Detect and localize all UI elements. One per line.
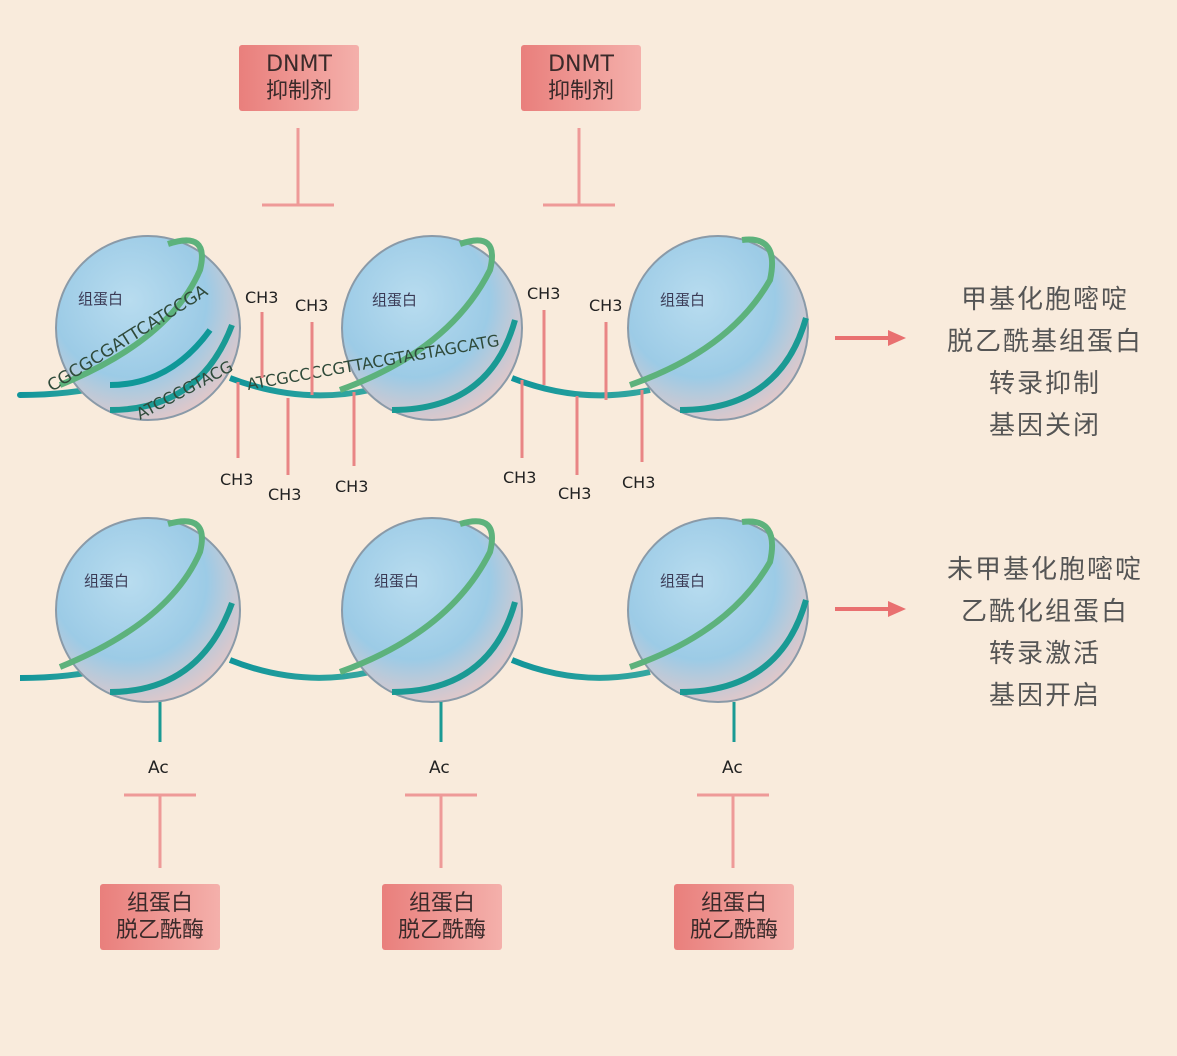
histone	[341, 235, 523, 421]
box-line2: 脱乙酰酶	[115, 918, 204, 943]
histone-label: 组蛋白	[374, 572, 419, 590]
acetyl-label: Ac	[722, 758, 743, 778]
methyl-label: CH3	[589, 296, 622, 315]
histone	[341, 517, 523, 703]
outcome-silenced: 甲基化胞嘧啶 脱乙酰基组蛋白 转录抑制 基因关闭	[930, 279, 1160, 447]
methyl-label: CH3	[622, 473, 655, 492]
dna-wrap	[109, 328, 213, 388]
acetyl-marks	[158, 702, 736, 742]
box-line1: DNMT	[548, 52, 614, 77]
top-row: 组蛋白 组蛋白 组蛋白 CGCGCGATTCATCCGA ATCCCGTACG …	[17, 128, 906, 504]
outcome-active: 未甲基化胞嘧啶 乙酰化组蛋白 转录激活 基因开启	[930, 549, 1160, 717]
outcome-line: 转录激活	[988, 639, 1101, 669]
hdac-box: 组蛋白 脱乙酰酶	[382, 884, 502, 950]
dna-wrap	[58, 237, 205, 388]
outcome-line: 甲基化胞嘧啶	[960, 285, 1129, 315]
outcome-line: 基因开启	[988, 681, 1101, 711]
dna-wrap	[679, 599, 809, 695]
hdac-box: 组蛋白 脱乙酰酶	[674, 884, 794, 950]
acetyl-label: Ac	[148, 758, 169, 778]
histone-label: 组蛋白	[660, 572, 705, 590]
bottom-row: 组蛋白 组蛋白 组蛋白 Ac Ac Ac	[19, 517, 906, 868]
arrow-right	[835, 330, 906, 346]
dna-linker	[510, 657, 651, 681]
dnmt-inhibitor-box: DNMT 抑制剂	[521, 45, 641, 111]
box-line1: DNMT	[266, 52, 332, 77]
outcome-line: 转录抑制	[988, 369, 1101, 399]
histone	[55, 517, 241, 703]
dna-linker	[228, 657, 371, 681]
inhibitor-symbol	[124, 793, 196, 868]
outcome-line: 基因关闭	[988, 411, 1101, 441]
outcome-line: 未甲基化胞嘧啶	[946, 555, 1143, 585]
box-line2: 脱乙酰酶	[689, 918, 778, 943]
dna-wrap	[629, 518, 776, 670]
box-line2: 抑制剂	[547, 79, 614, 104]
inhibitor-symbol	[697, 793, 769, 868]
methyl-label: CH3	[558, 484, 591, 503]
methyl-label: CH3	[527, 284, 560, 303]
outcome-line: 乙酰化组蛋白	[960, 597, 1129, 627]
dnmt-inhibitor-box: DNMT 抑制剂	[239, 45, 359, 111]
inhibitor-symbol	[543, 128, 615, 207]
methyl-label: CH3	[503, 468, 536, 487]
dna-wrap	[391, 601, 518, 695]
histone-label: 组蛋白	[78, 290, 123, 308]
histone-label: 组蛋白	[660, 291, 705, 309]
dna-wrap	[58, 518, 205, 670]
inhibitor-symbol	[405, 793, 477, 868]
box-line2: 脱乙酰酶	[397, 918, 486, 943]
dna-linker	[510, 375, 651, 399]
methyl-marks	[236, 310, 644, 475]
dna-wrap	[338, 518, 495, 675]
box-line2: 抑制剂	[265, 79, 332, 104]
box-line1: 组蛋白	[700, 891, 767, 916]
outcome-line: 脱乙酰基组蛋白	[946, 327, 1143, 357]
dna-wrap	[391, 319, 518, 413]
arrow-right	[835, 601, 906, 617]
dna-wrap	[109, 601, 235, 695]
dna-wrap	[338, 237, 495, 393]
methyl-label: CH3	[220, 470, 253, 489]
histone	[627, 235, 809, 421]
histone	[627, 517, 809, 703]
histone-label: 组蛋白	[372, 291, 417, 309]
box-line1: 组蛋白	[408, 891, 475, 916]
inhibitor-symbol	[262, 128, 334, 207]
methyl-label: CH3	[268, 485, 301, 504]
methyl-label: CH3	[295, 296, 328, 315]
dna-wrap	[109, 323, 235, 413]
histone-label: 组蛋白	[84, 572, 129, 590]
box-line1: 组蛋白	[126, 891, 193, 916]
hdac-box: 组蛋白 脱乙酰酶	[100, 884, 220, 950]
methyl-label: CH3	[335, 477, 368, 496]
dna-wrap	[679, 317, 809, 413]
acetyl-label: Ac	[429, 758, 450, 778]
methyl-label: CH3	[245, 288, 278, 307]
dna-wrap	[629, 236, 776, 388]
